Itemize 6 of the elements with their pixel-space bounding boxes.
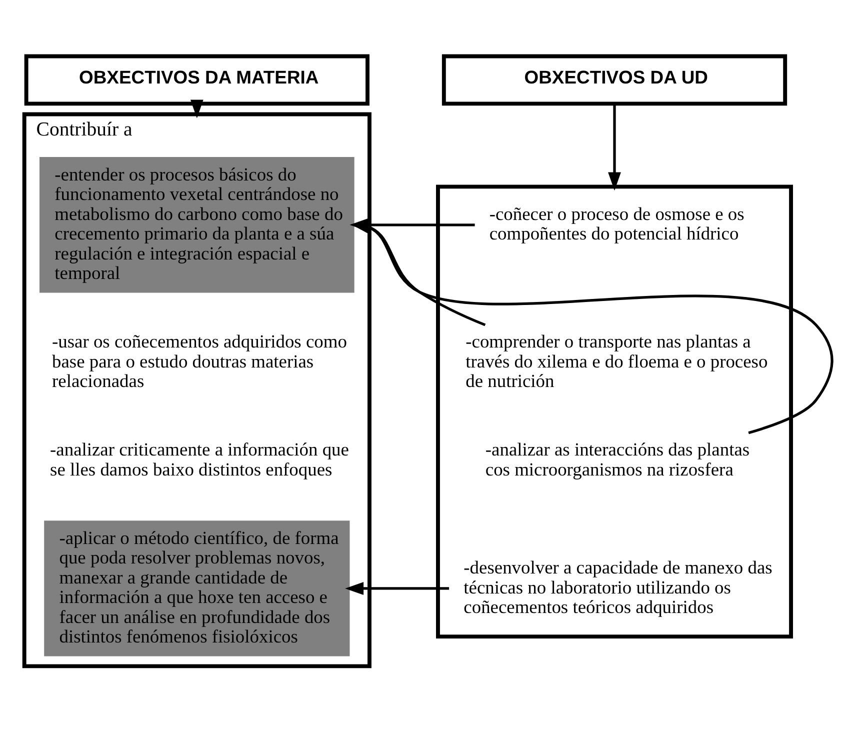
- node-text: -comprender o transporte nas plantas a través do xilema e do floema e o proceso de nutrición: [466, 331, 768, 391]
- node-text: -usar os coñecementos adquiridos como base para o estudo doutras materias relacionadas: [52, 331, 347, 391]
- node-text: -coñecer o proceso de osmose e os compoñentes do potencial hídrico: [489, 203, 744, 244]
- node-text: -analizar as interaccións das plantas cos microorganismos na rizosfera: [485, 439, 750, 479]
- node-text: -desenvolver a capacidade de manexo das técnicas no laboratorio utilizando os coñecementos teóricos adquiridos: [464, 557, 772, 617]
- node-text: -analizar criticamente a información que se lles damos baixo distintos enfoques: [50, 439, 349, 479]
